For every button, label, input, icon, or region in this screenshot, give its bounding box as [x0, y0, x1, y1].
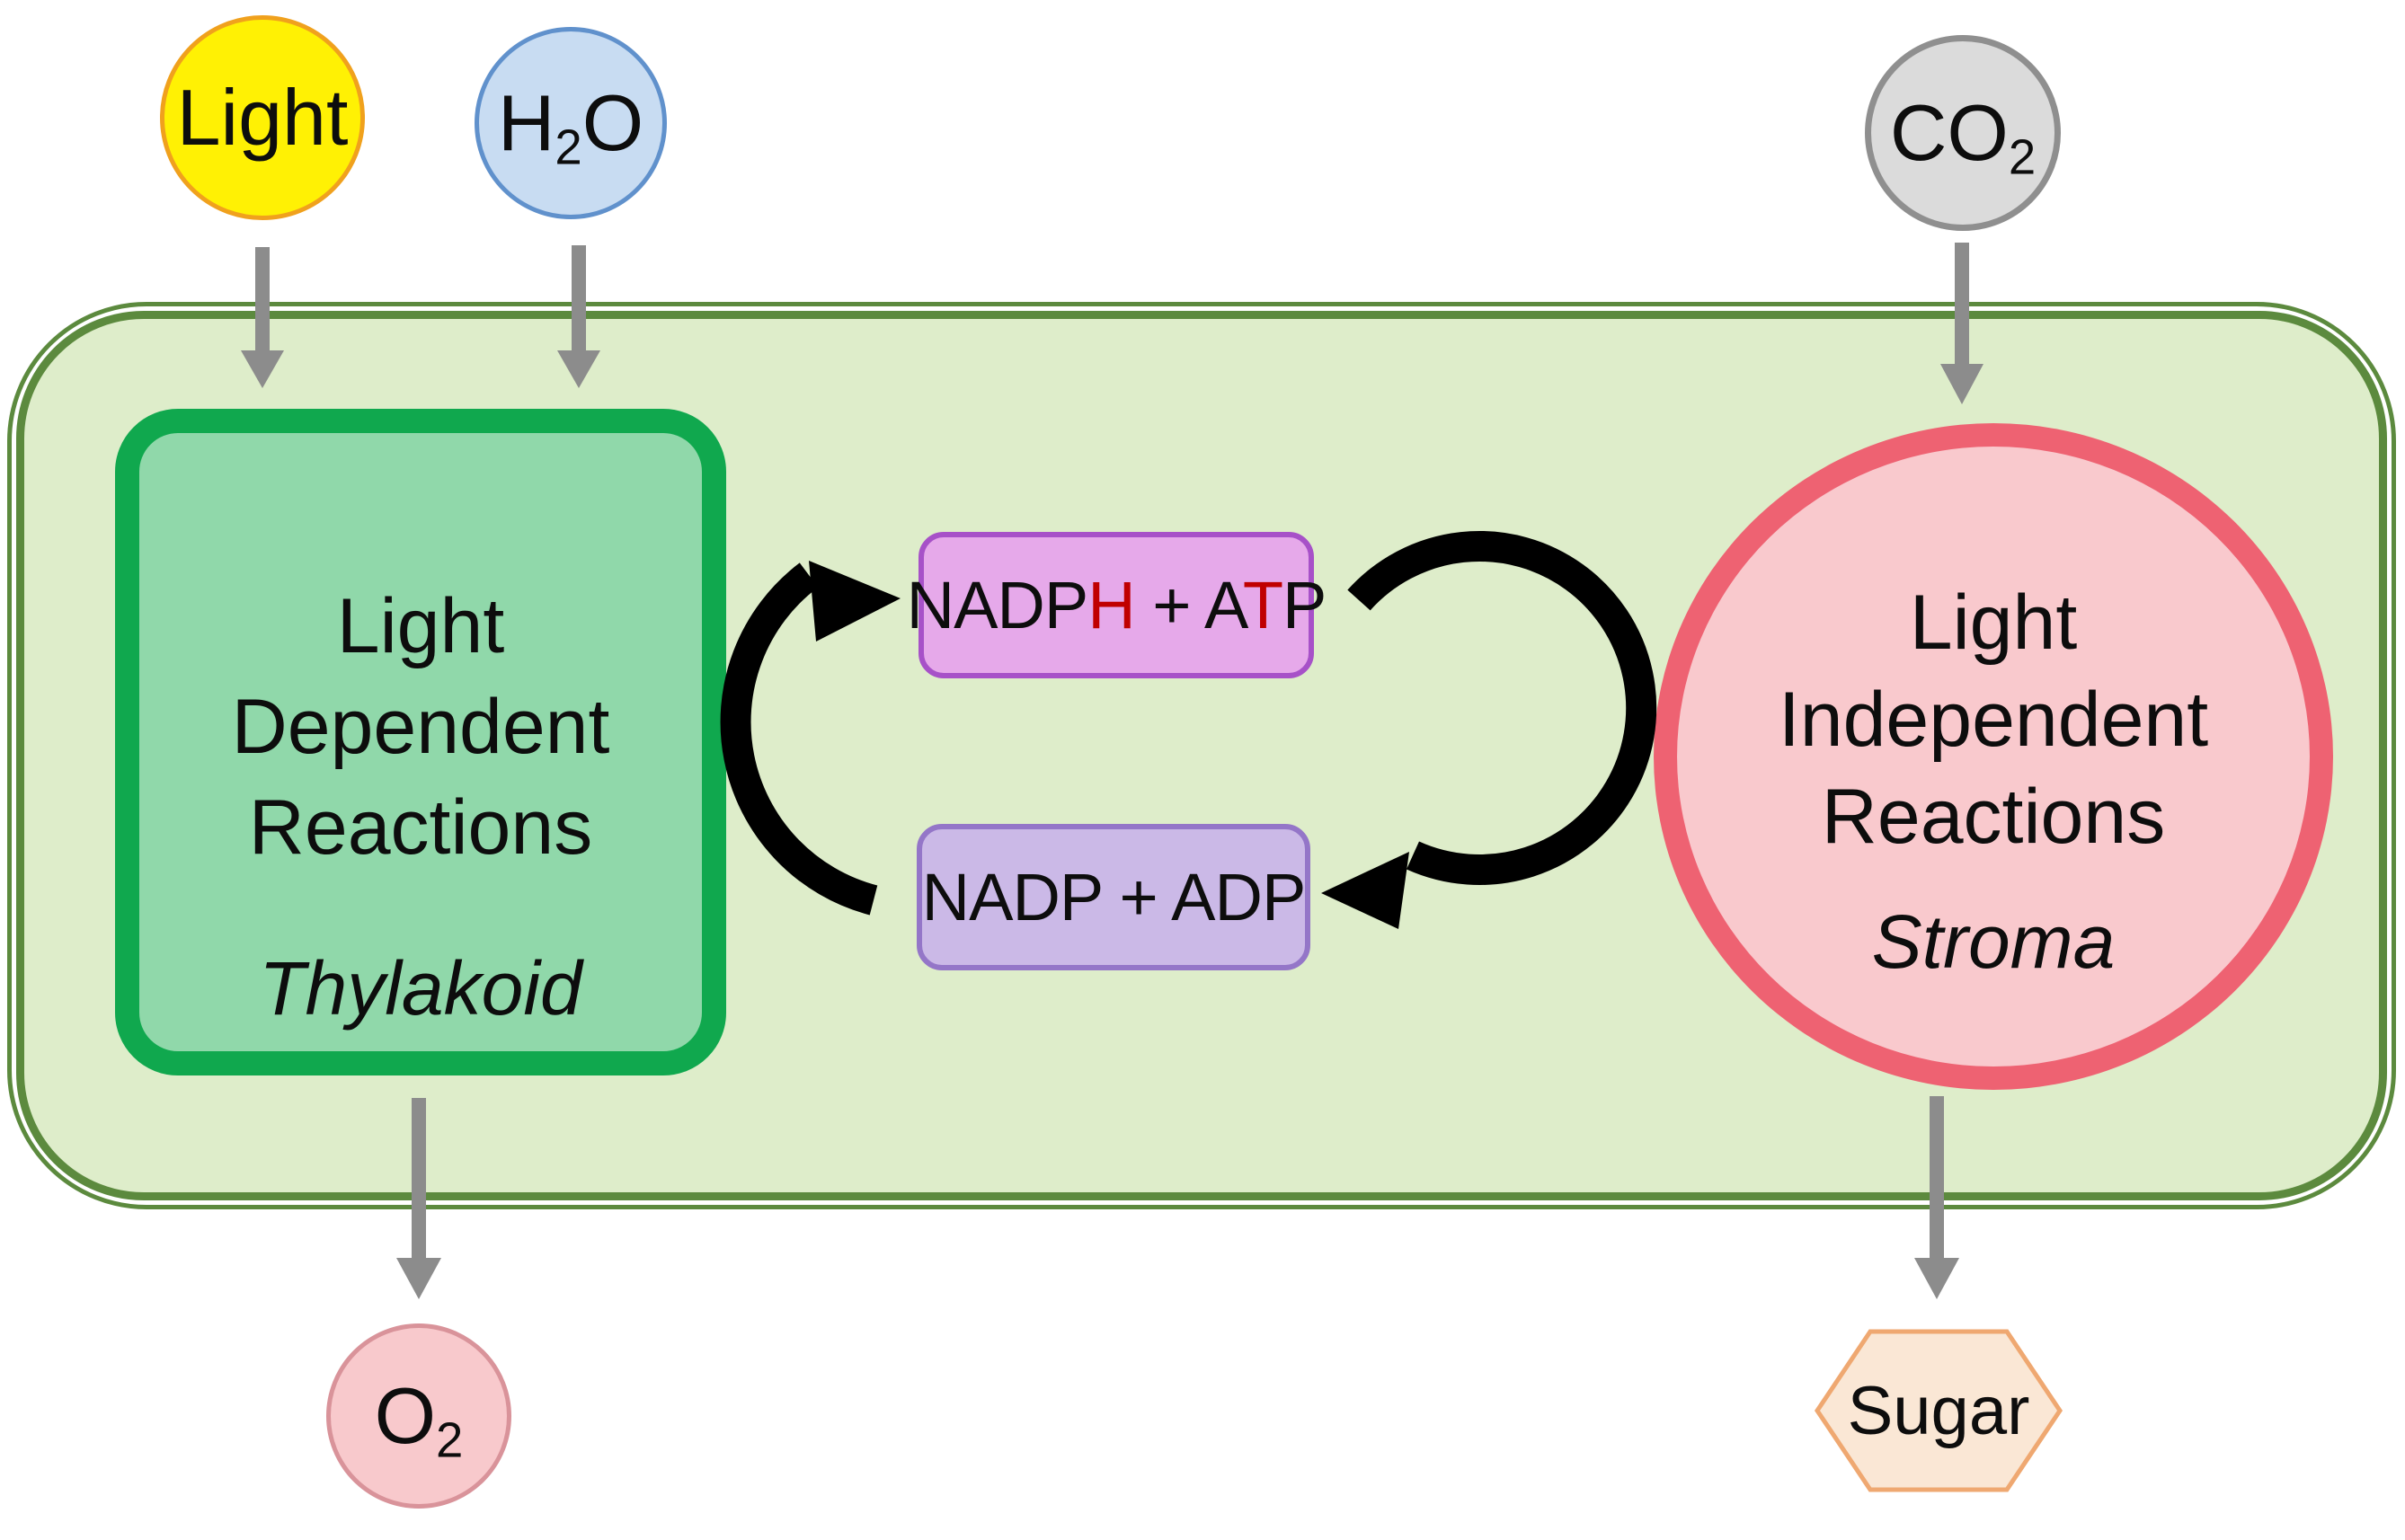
nadph-part: NADP: [906, 568, 1089, 642]
o2-output-circle: O2: [326, 1323, 511, 1509]
water-sub: 2: [555, 119, 582, 175]
o2-sub: 2: [436, 1412, 464, 1468]
co2-sub: 2: [2008, 129, 2037, 185]
light-independent-reactions-label: Light Independent Reactions: [1677, 574, 2310, 865]
ldr-line-2: Dependent: [231, 684, 610, 770]
lir-line-2: Independent: [1778, 677, 2209, 763]
lir-line-3: Reactions: [1821, 774, 2166, 860]
ldr-line-1: Light: [336, 583, 505, 669]
plus-a-part: + A: [1134, 568, 1244, 642]
nadph-h-highlight: H: [1087, 568, 1135, 642]
co2-input-circle: CO2: [1865, 35, 2061, 231]
nadp-adp-label: NADP + ADP: [921, 860, 1307, 934]
nadph-atp-label: NADPH + ATP: [907, 567, 1327, 643]
ldr-line-3: Reactions: [248, 784, 593, 871]
o2-pre: O: [374, 1371, 437, 1460]
water-h: H: [497, 78, 555, 167]
water-o: O: [581, 78, 644, 167]
light-input-circle: Light: [160, 15, 365, 220]
light-dependent-reactions-box: Light Dependent Reactions Thylakoid: [115, 409, 726, 1075]
sugar-output-label: Sugar: [1847, 1372, 2030, 1449]
light-dependent-reactions-label: Light Dependent Reactions: [139, 576, 702, 878]
o2-label: O2: [374, 1370, 464, 1465]
nadp-adp-box: NADP + ADP: [917, 824, 1310, 970]
co2-pre: CO: [1889, 88, 2009, 177]
light-label: Light: [176, 73, 349, 162]
light-independent-reactions-circle: Light Independent Reactions Stroma: [1654, 423, 2333, 1090]
thylakoid-location-label: Thylakoid: [259, 946, 582, 1031]
lir-line-1: Light: [1909, 580, 2078, 666]
stroma-location-label: Stroma: [1871, 899, 2116, 984]
water-label: H2O: [497, 77, 644, 172]
co2-label: CO2: [1889, 87, 2036, 181]
water-input-circle: H2O: [475, 27, 667, 219]
atp-t-highlight: T: [1242, 568, 1283, 642]
atp-p-part: P: [1282, 568, 1327, 642]
nadph-atp-box: NADPH + ATP: [907, 532, 1327, 678]
